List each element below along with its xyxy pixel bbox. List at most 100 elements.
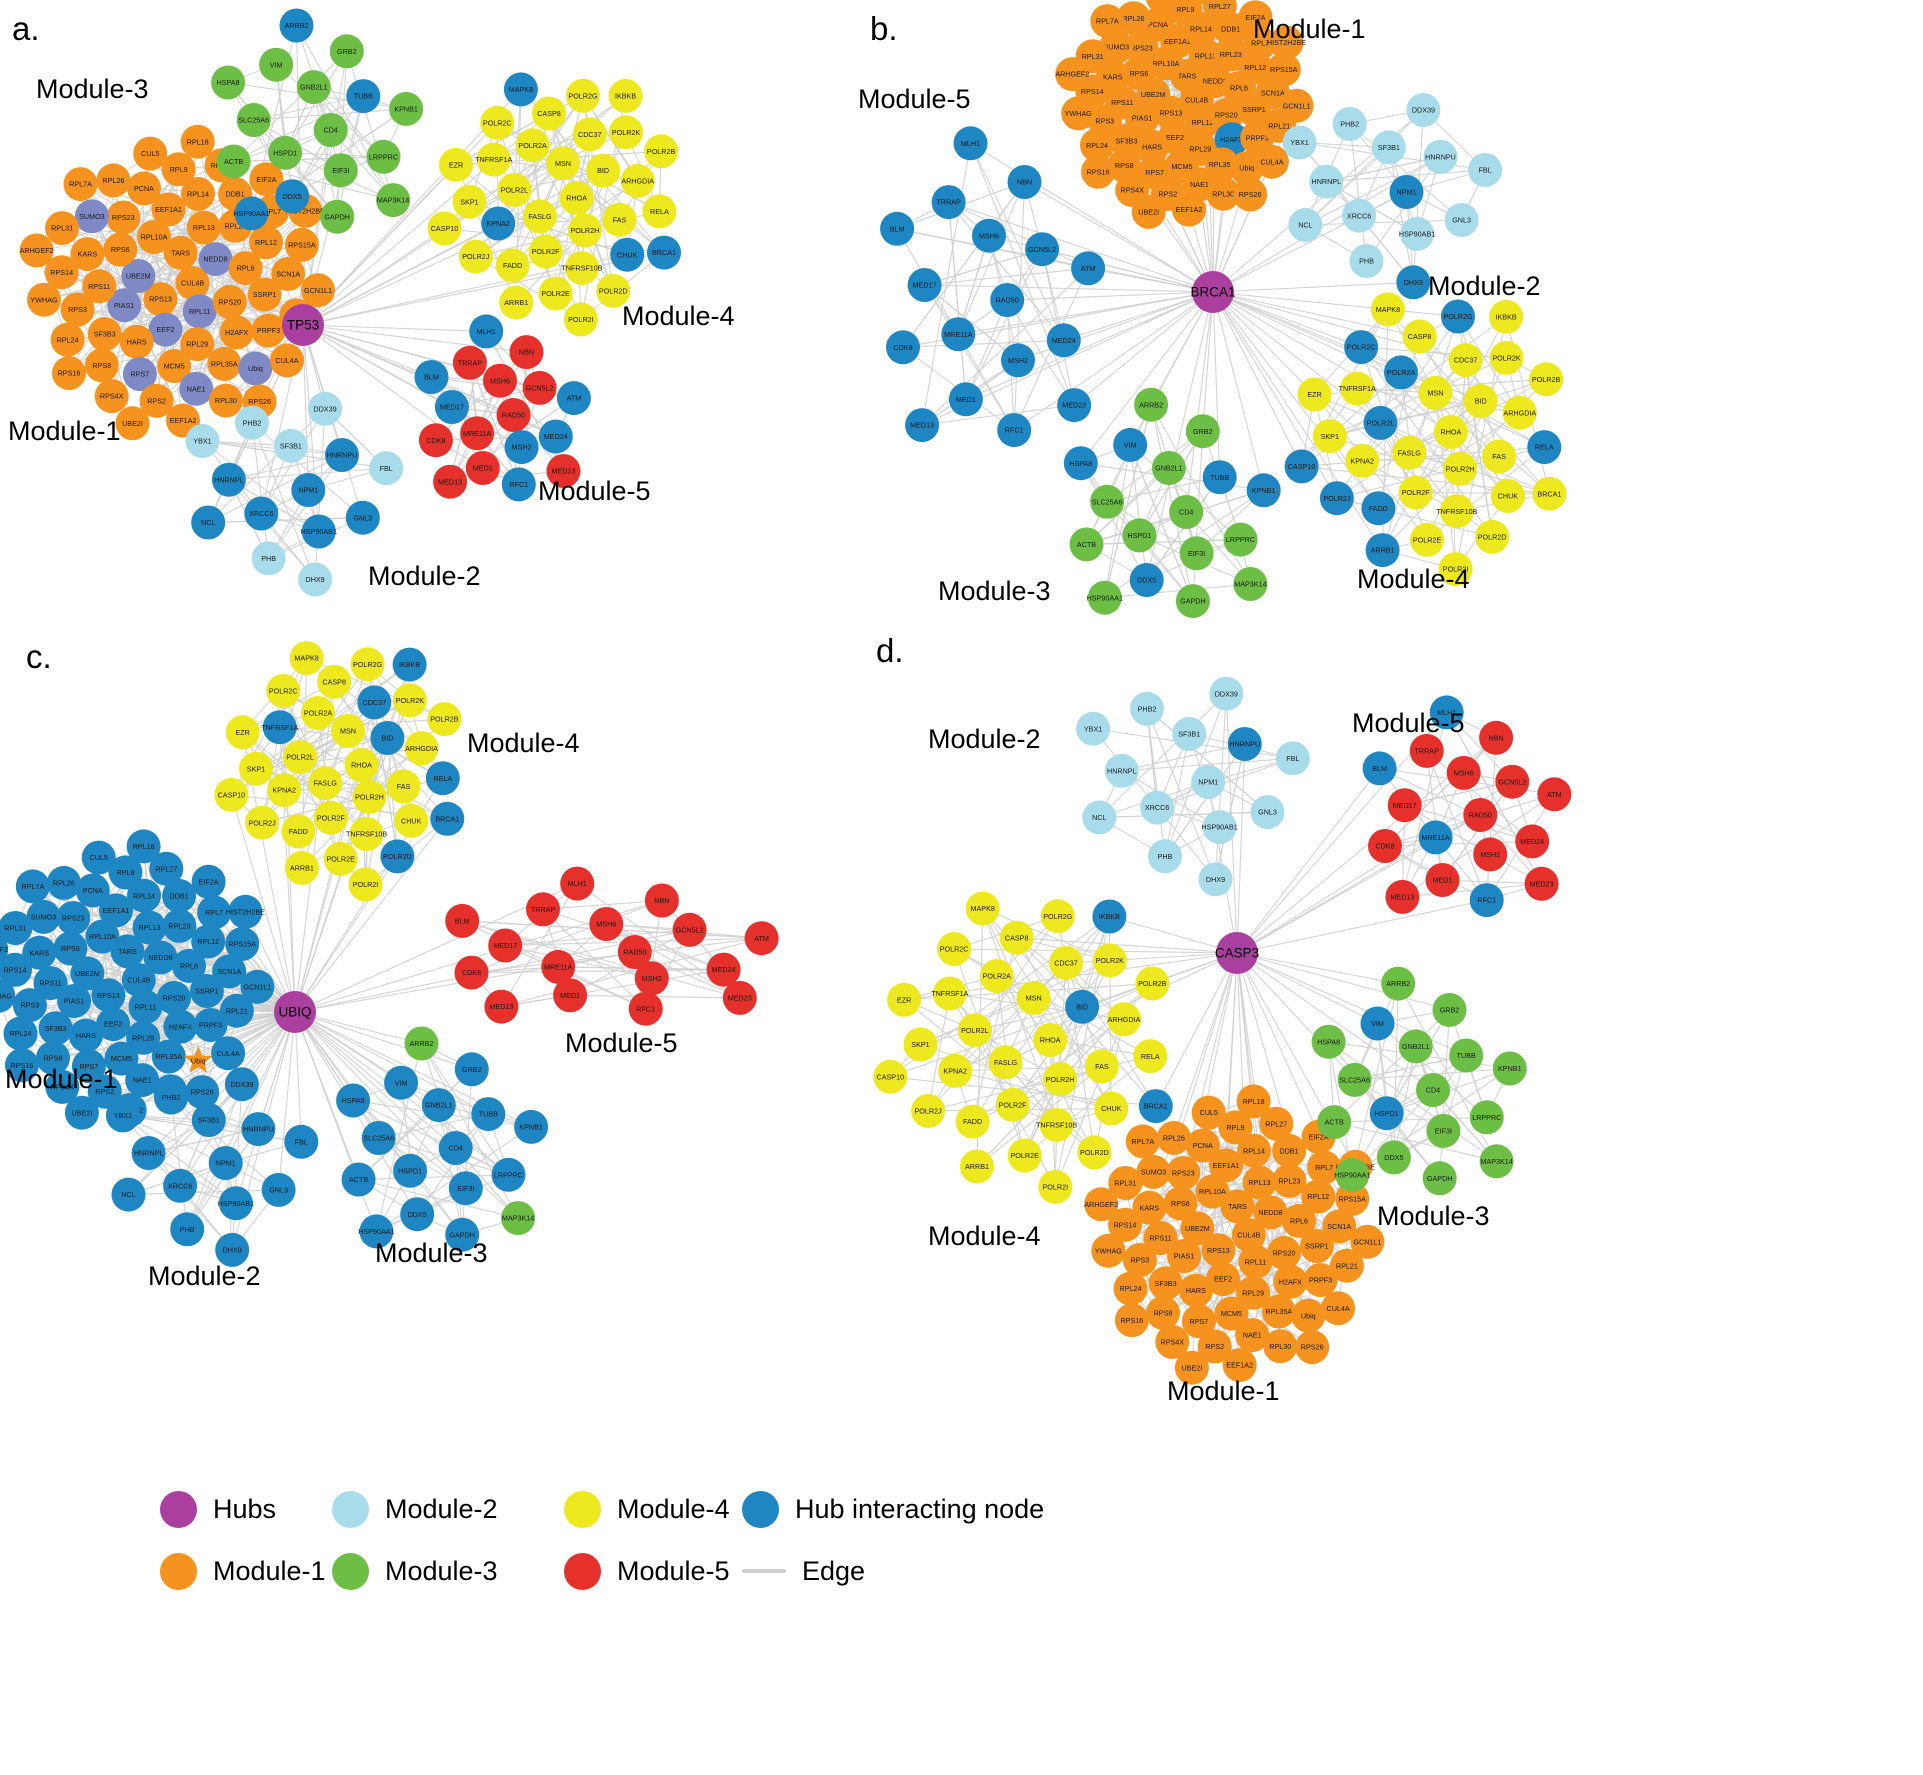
hub-node-ubiq: UBIQ (274, 991, 316, 1033)
svg-text:CASP10: CASP10 (1288, 462, 1316, 471)
gene-node-tnfrsf1a: TNFRSF1A (261, 710, 299, 745)
gene-node-nae1: NAE1 (125, 1063, 160, 1098)
gene-node-rps15a: RPS15A (1335, 1181, 1370, 1216)
svg-text:BRCA1: BRCA1 (1144, 1102, 1168, 1111)
gene-node-npm1: NPM1 (1389, 175, 1424, 209)
gene-node-nbn: NBN (509, 335, 544, 370)
svg-text:POLR2J: POLR2J (915, 1107, 943, 1116)
gene-node-polr2e: POLR2E (1007, 1138, 1042, 1173)
svg-text:VIM: VIM (270, 60, 283, 69)
gene-node-ezr: EZR (439, 147, 473, 182)
gene-node-gcn1l1: GCN1L1 (1350, 1224, 1385, 1259)
svg-text:MCM5: MCM5 (1221, 1309, 1242, 1318)
gene-node-phb: PHB (170, 1212, 205, 1247)
svg-text:DHX9: DHX9 (223, 1246, 242, 1255)
gene-node-arhgef2: ARHGEF2 (1055, 57, 1090, 92)
svg-text:ACTB: ACTB (1077, 540, 1096, 549)
svg-text:PHB2: PHB2 (243, 418, 262, 427)
gene-node-hspa8: HSPA8 (1063, 446, 1098, 481)
gene-node-med17: MED17 (434, 390, 469, 424)
svg-text:EIF3I: EIF3I (332, 166, 349, 175)
svg-text:RPS3: RPS3 (68, 305, 87, 314)
svg-text:RPL11: RPL11 (135, 1002, 156, 1011)
svg-text:RPS7: RPS7 (80, 1062, 99, 1071)
svg-text:HNRNPU: HNRNPU (243, 1125, 274, 1134)
module-2-legend-swatch (332, 1490, 369, 1528)
svg-text:RPS11: RPS11 (39, 979, 61, 988)
gene-node-blm: BLM (414, 360, 449, 394)
module-label: Module-4 (467, 728, 580, 758)
gene-node-nedd8: NEDD8 (143, 940, 178, 975)
gene-node-rps6: RPS6 (53, 931, 88, 966)
svg-text:RPL14: RPL14 (1243, 1146, 1265, 1155)
gene-node-eef2: EEF2 (148, 312, 183, 347)
svg-text:FAS: FAS (1095, 1062, 1109, 1071)
gene-node-polr2k: POLR2K (1489, 340, 1524, 375)
gene-node-rpl9: RPL9 (108, 855, 143, 890)
svg-text:FADD: FADD (1369, 504, 1388, 513)
gene-node-rps6: RPS6 (103, 232, 138, 267)
svg-text:YWHAG: YWHAG (30, 295, 58, 304)
svg-text:TNFRSF1A: TNFRSF1A (475, 155, 512, 164)
gene-node-fadd: FADD (955, 1104, 990, 1139)
svg-text:CUL4B: CUL4B (127, 976, 150, 985)
svg-text:SF3B1: SF3B1 (280, 441, 302, 450)
gene-node-hsp90aa1: HSP90AA1 (233, 196, 270, 231)
gene-node-fas: FAS (602, 202, 637, 237)
svg-text:EZR: EZR (897, 995, 911, 1004)
svg-text:RPL6: RPL6 (180, 962, 198, 971)
svg-text:GRB2: GRB2 (1193, 427, 1213, 436)
gene-node-eef2: EEF2 (96, 1007, 131, 1042)
gene-node-mapk8: MAPK8 (289, 641, 324, 676)
svg-text:SLC25A6: SLC25A6 (238, 116, 269, 125)
gene-node-arhgdia: ARHGDIA (1502, 395, 1537, 430)
gene-node-trrap: TRRAP (1409, 733, 1444, 768)
svg-text:SF3B1: SF3B1 (1178, 730, 1200, 739)
svg-text:EEF1A1: EEF1A1 (155, 205, 182, 214)
gene-node-skp1: SKP1 (903, 1027, 938, 1062)
gene-node-hars: HARS (119, 324, 154, 359)
svg-text:ARHGDIA: ARHGDIA (1108, 1015, 1141, 1024)
gene-node-rpl31: RPL31 (1108, 1166, 1143, 1200)
svg-text:ARHGDIA: ARHGDIA (1503, 408, 1536, 417)
gene-node-polr2d: POLR2D (1077, 1135, 1112, 1170)
svg-text:ARRB1: ARRB1 (290, 864, 314, 873)
gene-node-rpl23: RPL23 (162, 908, 197, 943)
svg-text:CUL4A: CUL4A (275, 356, 298, 365)
gene-node-cdc37: CDC37 (357, 685, 392, 720)
legend-item-hubs: Hubs (160, 1490, 332, 1528)
svg-text:PIAS1: PIAS1 (1174, 1252, 1194, 1261)
svg-text:BRCA1: BRCA1 (435, 814, 459, 823)
svg-text:MAPK8: MAPK8 (1376, 305, 1400, 314)
svg-text:RPL11: RPL11 (189, 307, 210, 316)
gene-node-ybx1: YBX1 (185, 424, 220, 458)
svg-text:EEF1A1: EEF1A1 (1164, 37, 1191, 46)
svg-text:POLR2J: POLR2J (462, 252, 490, 261)
gene-node-sf3b3: SF3B3 (1109, 123, 1144, 158)
gene-node-ssrp1: SSRP1 (247, 277, 282, 312)
svg-text:POLR2L: POLR2L (1367, 419, 1395, 428)
gene-node-ywhag: YWHAG (0, 978, 16, 1013)
gene-node-casp10: CASP10 (427, 211, 462, 246)
svg-text:NCL: NCL (1298, 221, 1312, 230)
gene-node-ybx1: YBX1 (1076, 711, 1111, 746)
svg-text:RPL35A: RPL35A (211, 360, 238, 369)
gene-node-hnrnpl: HNRNPL (1309, 164, 1344, 199)
gene-node-rps16: RPS16 (4, 1048, 39, 1083)
svg-text:POLR2E: POLR2E (541, 289, 570, 298)
svg-text:XRCC6: XRCC6 (168, 1181, 192, 1190)
gene-node-brca1: BRCA1 (647, 235, 681, 270)
gene-node-sf3b3: SF3B3 (1148, 1266, 1183, 1301)
svg-text:RPL35A: RPL35A (1209, 160, 1236, 169)
module-label: Module-3 (36, 74, 149, 104)
gene-node-sf3b1: SF3B1 (1371, 130, 1406, 165)
svg-text:POLR2H: POLR2H (1046, 1075, 1075, 1084)
gene-node-rpl9: RPL9 (161, 152, 196, 187)
svg-text:RPS13: RPS13 (97, 991, 120, 1000)
svg-text:MCM5: MCM5 (111, 1054, 132, 1063)
gene-node-chuk: CHUK (1094, 1091, 1129, 1126)
svg-text:ACTB: ACTB (349, 1175, 368, 1184)
gene-node-casp10: CASP10 (214, 777, 249, 812)
gene-node-arhgef2: ARHGEF2 (0, 934, 9, 964)
svg-text:RPL26: RPL26 (1163, 1134, 1185, 1143)
